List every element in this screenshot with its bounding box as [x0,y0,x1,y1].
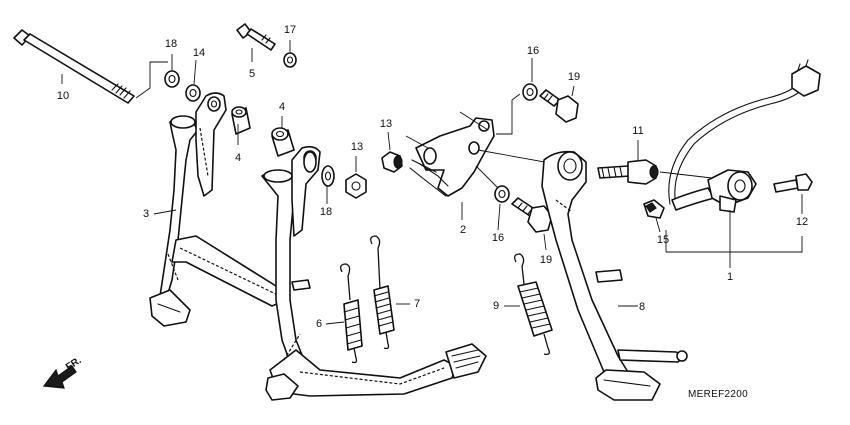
pivot-bolt-10 [13,29,135,104]
callout-2: 2 [459,224,467,236]
bushing-4-left [231,106,251,135]
leader-15 [655,217,661,233]
main-stand-3 [149,92,487,401]
nut-13-upper [381,151,403,173]
callout-3: 3 [142,208,150,220]
callout-7: 7 [413,298,421,310]
callout-18-right: 18 [319,206,333,218]
front-direction-arrow-icon [42,365,77,389]
washer-18-right [303,151,335,187]
leader-6 [325,321,345,325]
leader-13a [387,131,391,151]
callout-17: 17 [283,24,297,36]
leader-3 [153,209,177,215]
axis-line-16a [496,93,521,135]
wire-clip-15 [643,199,665,219]
washer-16-lower [494,185,510,203]
bolt-19-upper [539,89,579,123]
axis-line-upper [459,111,489,131]
side-stand-8 [541,150,688,401]
callout-19-lower: 19 [539,254,553,266]
pivot-bolt-11 [597,159,659,185]
callout-13-upper: 13 [379,118,393,130]
callout-9: 9 [492,300,500,312]
callout-1: 1 [726,271,734,283]
bushing-4-right [271,127,295,157]
callout-16-lower: 16 [491,232,505,244]
callout-12: 12 [795,216,809,228]
callout-13-lower: 13 [350,141,364,153]
document-code: MEREF2200 [688,389,748,400]
callout-10: 10 [56,90,70,102]
axis-line-left [405,135,429,149]
side-stand-switch-1 [668,59,821,213]
callout-8: 8 [638,301,646,313]
leader-14 [193,59,197,85]
callout-4-left: 4 [234,152,242,164]
axis-line-bolt [475,165,501,191]
callout-19-upper: 19 [567,71,581,83]
callout-16-upper: 16 [526,45,540,57]
washer-14 [185,84,201,102]
axis-line-11 [659,171,713,179]
bolt-12 [773,173,813,193]
spring-9 [514,253,553,356]
callout-14: 14 [192,47,206,59]
washer-18-left [164,70,180,88]
callout-15: 15 [656,234,670,246]
leader-10-link [135,61,168,99]
callout-6: 6 [315,318,323,330]
washer-17 [283,52,297,68]
leader-19a [571,85,575,97]
side-stand-bracket-2 [409,117,495,197]
callout-4-right: 4 [278,101,286,113]
spring-7 [370,235,395,350]
leader-16b [497,203,501,231]
bolt-19-lower [511,197,553,233]
nut-13-lower [345,173,367,199]
leader-19b [543,233,547,251]
callout-5: 5 [248,68,256,80]
spring-6 [340,263,363,364]
callout-11: 11 [632,125,644,137]
bracket-1 [665,230,803,253]
washer-16-upper [522,83,538,101]
callout-18: 18 [164,38,178,50]
bolt-5 [236,23,276,51]
